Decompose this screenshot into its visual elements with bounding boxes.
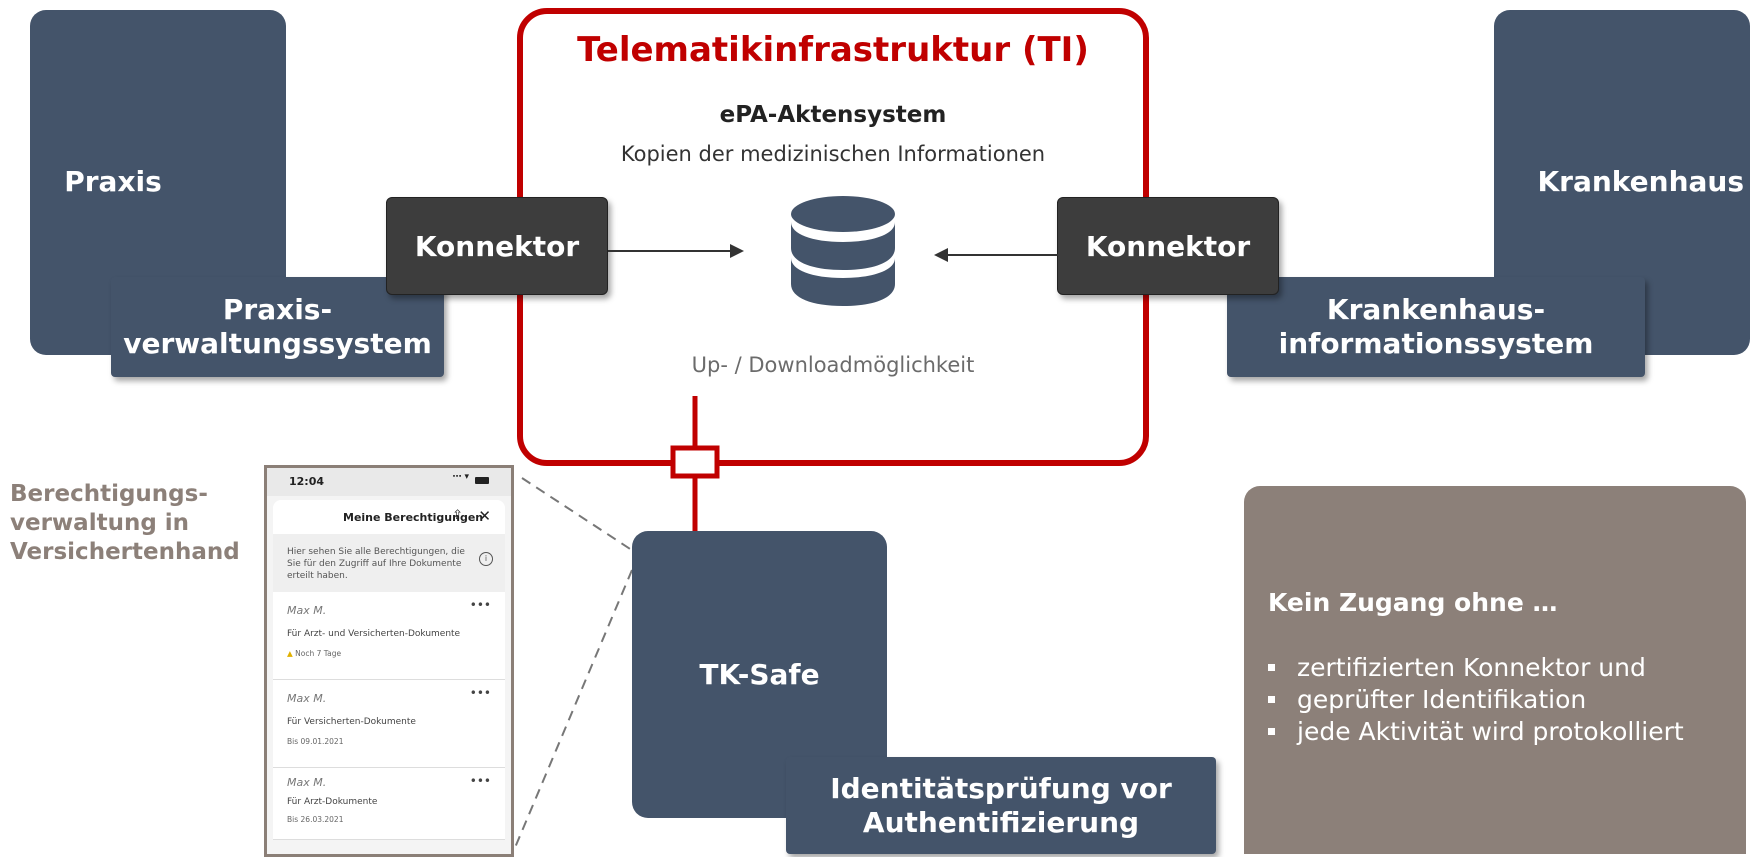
phone-screenshot: 12:04 ⋯ ▾ Meine Berechtigungen ⇧ ✕ Hier … bbox=[264, 465, 514, 857]
phone-info-text: Hier sehen Sie alle Berechtigungen, die … bbox=[273, 534, 505, 592]
konnektor-right: Konnektor bbox=[1057, 197, 1279, 295]
permission-note: ▲ Noch 7 Tage bbox=[287, 649, 491, 658]
close-icon[interactable]: ✕ bbox=[478, 507, 491, 525]
ti-title: Telematikinfrastruktur (TI) bbox=[577, 30, 1089, 70]
permission-name: Max M. bbox=[287, 604, 327, 617]
bullet-item: zertifizierten Konnektor und bbox=[1268, 653, 1746, 682]
bullet-item: jede Aktivität wird protokolliert bbox=[1268, 717, 1746, 746]
bullet-icon bbox=[1268, 728, 1275, 735]
permission-note: Bis 09.01.2021 bbox=[287, 737, 344, 746]
praxis-label: Praxis bbox=[64, 165, 162, 198]
tksafe-label: TK-Safe bbox=[699, 658, 820, 691]
konnektor-left-label: Konnektor bbox=[414, 229, 580, 263]
krankenhaus-label: Krankenhaus bbox=[1537, 165, 1744, 198]
berechtigung-line2: verwaltung in bbox=[10, 510, 190, 536]
identitaetspruefung-box: Identitätsprüfung vor Authentifizierung bbox=[786, 757, 1216, 854]
permission-note-text: Noch 7 Tage bbox=[295, 649, 342, 658]
permission-name: Max M. bbox=[287, 692, 327, 705]
kein-zugang-box: Kein Zugang ohne … zertifizierten Konnek… bbox=[1244, 486, 1746, 854]
ti-connection-line bbox=[670, 396, 720, 532]
wifi-icon: ⋯ ▾ bbox=[452, 472, 469, 482]
permission-item[interactable]: Max M. Für Arzt-Dokumente Bis 26.03.2021… bbox=[273, 768, 505, 840]
warning-icon: ▲ bbox=[287, 649, 293, 658]
permission-desc: Für Arzt-Dokumente bbox=[287, 797, 378, 807]
info-icon[interactable]: i bbox=[479, 552, 493, 566]
bullet-text: jede Aktivität wird protokolliert bbox=[1297, 717, 1684, 746]
kein-zugang-title: Kein Zugang ohne … bbox=[1268, 588, 1558, 617]
phone-info-label: Hier sehen Sie alle Berechtigungen, die … bbox=[287, 547, 465, 581]
share-icon[interactable]: ⇧ bbox=[452, 508, 463, 523]
berechtigung-line3: Versichertenhand bbox=[10, 539, 240, 565]
kis-label-line1: Krankenhaus- bbox=[1326, 293, 1546, 326]
permission-desc: Für Versicherten-Dokumente bbox=[287, 717, 416, 727]
berechtigung-line1: Berechtigungs- bbox=[10, 481, 208, 507]
phone-time: 12:04 bbox=[289, 475, 325, 488]
phone-header-title: Meine Berechtigungen bbox=[343, 511, 484, 524]
pvs-label-line2: verwaltungssystem bbox=[123, 327, 432, 360]
kis-label-line2: informationssystem bbox=[1278, 327, 1594, 360]
ident-label-line2: Authentifizierung bbox=[862, 805, 1140, 839]
bullet-item: geprüfter Identifikation bbox=[1268, 685, 1746, 714]
bullet-icon bbox=[1268, 664, 1275, 671]
pvs-label-line1: Praxis- bbox=[222, 293, 333, 326]
more-icon[interactable]: ••• bbox=[469, 686, 491, 700]
phone-status-bar: 12:04 ⋯ ▾ bbox=[267, 468, 511, 496]
bullet-text: zertifizierten Konnektor und bbox=[1297, 653, 1646, 682]
arrow-left-to-db bbox=[608, 244, 744, 258]
battery-icon bbox=[475, 477, 489, 484]
database-icon bbox=[791, 196, 895, 306]
permission-desc: Für Arzt- und Versicherten-Dokumente bbox=[287, 629, 461, 639]
zoom-dashed-lines bbox=[513, 477, 651, 851]
more-icon[interactable]: ••• bbox=[469, 774, 491, 788]
konnektor-right-label: Konnektor bbox=[1085, 229, 1251, 263]
epa-system-subtitle: Kopien der medizinischen Informationen bbox=[620, 142, 1046, 166]
permission-note: Bis 26.03.2021 bbox=[287, 815, 344, 824]
more-icon[interactable]: ••• bbox=[469, 598, 491, 612]
updown-label: Up- / Downloadmöglichkeit bbox=[691, 353, 975, 377]
praxisverwaltungssystem-box: Praxis- verwaltungssystem bbox=[111, 277, 444, 377]
ident-label-line1: Identitätsprüfung vor bbox=[830, 771, 1172, 805]
bullet-icon bbox=[1268, 696, 1275, 703]
bullet-text: geprüfter Identifikation bbox=[1297, 685, 1587, 714]
permission-item[interactable]: Max M. Für Arzt- und Versicherten-Dokume… bbox=[273, 592, 505, 680]
berechtigung-label: Berechtigungs- verwaltung in Versicherte… bbox=[10, 480, 255, 567]
permission-item[interactable]: Max M. Für Versicherten-Dokumente Bis 09… bbox=[273, 680, 505, 768]
permission-name: Max M. bbox=[287, 776, 327, 789]
konnektor-left: Konnektor bbox=[386, 197, 608, 295]
arrow-right-to-db bbox=[934, 248, 1058, 262]
krankenhausinformationssystem-box: Krankenhaus- informationssystem bbox=[1227, 277, 1645, 377]
phone-header: Meine Berechtigungen ⇧ ✕ bbox=[273, 500, 505, 534]
epa-system-title: ePA-Aktensystem bbox=[719, 102, 947, 128]
